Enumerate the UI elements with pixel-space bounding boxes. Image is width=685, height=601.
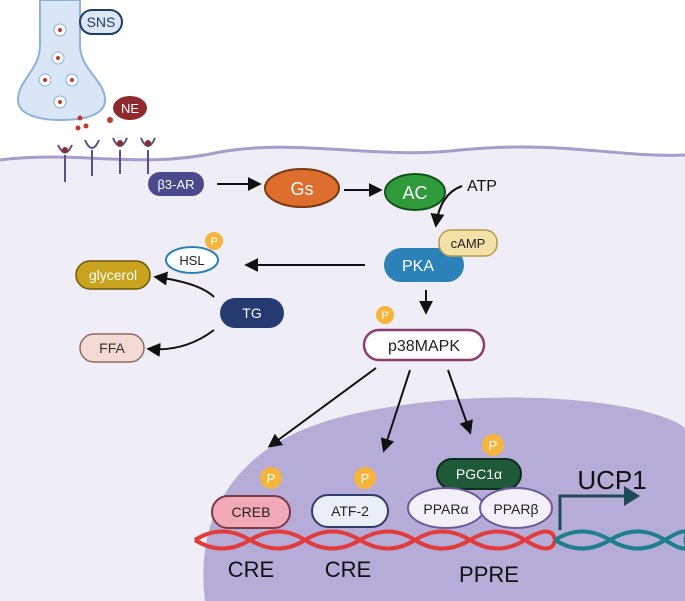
ac-label: AC	[402, 183, 427, 203]
pka-label: PKA	[402, 258, 434, 275]
arrow-p38-to-creb	[267, 367, 377, 448]
cre-label-1: CRE	[228, 557, 274, 582]
glycerol-node: glycerol	[75, 260, 151, 290]
pgc1a-phospho-label: P	[489, 438, 498, 453]
arrow-atp-to-camp	[430, 185, 463, 228]
hsl-label: HSL	[179, 253, 204, 268]
membrane-receptors	[57, 137, 156, 182]
atf2-label: ATF-2	[331, 503, 369, 519]
pgc1a-node: PGC1α	[436, 458, 522, 490]
pka-node: PKA	[384, 248, 464, 282]
dna-strand	[193, 529, 685, 551]
creb-label: CREB	[232, 504, 271, 520]
ne-badge: NE	[113, 96, 147, 120]
atf2-phospho: P	[354, 467, 376, 489]
hsl-phospho-label: P	[210, 236, 217, 248]
ppara-node: PPARα	[407, 487, 485, 529]
ucp1-label: UCP1	[577, 465, 646, 495]
arrow-tg-to-glycerol	[153, 271, 215, 298]
sns-label-box: SNS	[79, 9, 123, 35]
p38-phospho: P	[376, 306, 394, 324]
sns-nerve-terminal	[16, 0, 107, 122]
ac-node: AC	[384, 173, 446, 211]
creb-node: CREB	[211, 495, 291, 529]
ppara-label: PPARα	[423, 501, 468, 517]
tg-node: TG	[220, 298, 284, 328]
hsl-phospho: P	[205, 232, 223, 250]
ffa-label: FFA	[99, 340, 125, 356]
gs-node: Gs	[264, 168, 340, 208]
sns-label: SNS	[87, 14, 116, 30]
atf2-node: ATF-2	[311, 494, 389, 528]
ucp1-transcription-arrow	[558, 486, 640, 530]
ppre-label: PPRE	[459, 562, 519, 587]
creb-phospho: P	[260, 467, 282, 489]
cre-label-2: CRE	[325, 557, 371, 582]
ne-molecules	[75, 115, 113, 131]
arrow-p38-to-atf2	[380, 369, 411, 453]
camp-label: cAMP	[451, 236, 486, 251]
p38-phospho-label: P	[381, 310, 388, 322]
gs-label: Gs	[290, 179, 313, 199]
beta3-ar-label: β3-AR	[157, 177, 194, 192]
pathway-arrows	[146, 177, 473, 453]
receptor-bound-ne	[62, 140, 151, 153]
creb-phospho-label: P	[267, 471, 276, 486]
pparb-node: PPARβ	[479, 487, 553, 529]
ffa-node: FFA	[79, 333, 145, 363]
p38mapk-label: p38MAPK	[388, 338, 460, 355]
pparb-label: PPARβ	[493, 501, 538, 517]
hsl-node: HSL	[165, 246, 219, 274]
atp-label: ATP	[467, 178, 497, 195]
tg-label: TG	[242, 305, 261, 321]
pgc1a-phospho: P	[482, 434, 504, 456]
beta3-ar-node: β3-AR	[148, 172, 204, 196]
camp-node: cAMP	[438, 229, 498, 257]
arrow-p38-to-pgc1a	[447, 369, 473, 435]
atf2-phospho-label: P	[361, 471, 370, 486]
ne-label: NE	[121, 101, 139, 116]
glycerol-label: glycerol	[89, 267, 137, 283]
arrow-tg-to-ffa	[146, 329, 215, 357]
cell-membrane	[0, 145, 685, 162]
p38mapk-node: p38MAPK	[362, 328, 486, 362]
pgc1a-label: PGC1α	[456, 466, 502, 482]
